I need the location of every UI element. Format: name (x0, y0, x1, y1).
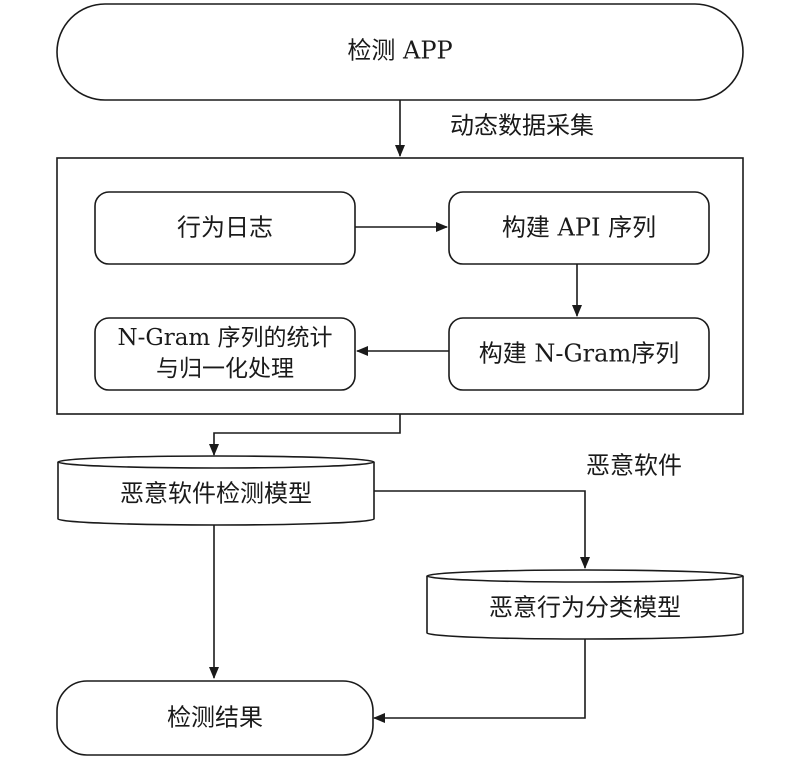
build-api-seq-label: 构建 API 序列 (502, 214, 656, 242)
edge-classifier-to-result (373, 639, 586, 723)
detect-app-label: 检测 APP (347, 37, 452, 65)
edge-container-to-detect-model (209, 414, 401, 456)
ngram-stats-node (94, 317, 356, 391)
malware-detect-model-node (57, 455, 375, 526)
ngram-stats-label-line1: N-Gram 序列的统计 (117, 325, 332, 351)
detect-result-label: 检测结果 (167, 704, 263, 732)
detect-result-node (56, 680, 374, 756)
build-api-seq-node (448, 191, 710, 265)
malicious-behavior-model-label: 恶意行为分类模型 (489, 594, 681, 622)
malicious-behavior-model-top-rim (426, 575, 744, 583)
malicious-behavior-model-node (426, 569, 744, 640)
behavior-log-node (94, 191, 356, 265)
edge-label-malware: 恶意软件 (586, 452, 682, 480)
ngram-stats-label-line2: 与归一化处理 (156, 356, 294, 382)
malware-detect-model-label: 恶意软件检测模型 (120, 480, 312, 508)
build-ngram-seq-node (448, 317, 710, 391)
edge-detect-model-to-classifier (374, 490, 590, 569)
build-ngram-seq-label: 构建 N-Gram序列 (479, 340, 679, 368)
malware-detect-model-top-rim (57, 461, 375, 469)
edge-label-dynamic-collection: 动态数据采集 (450, 112, 594, 140)
behavior-log-label: 行为日志 (177, 214, 273, 242)
